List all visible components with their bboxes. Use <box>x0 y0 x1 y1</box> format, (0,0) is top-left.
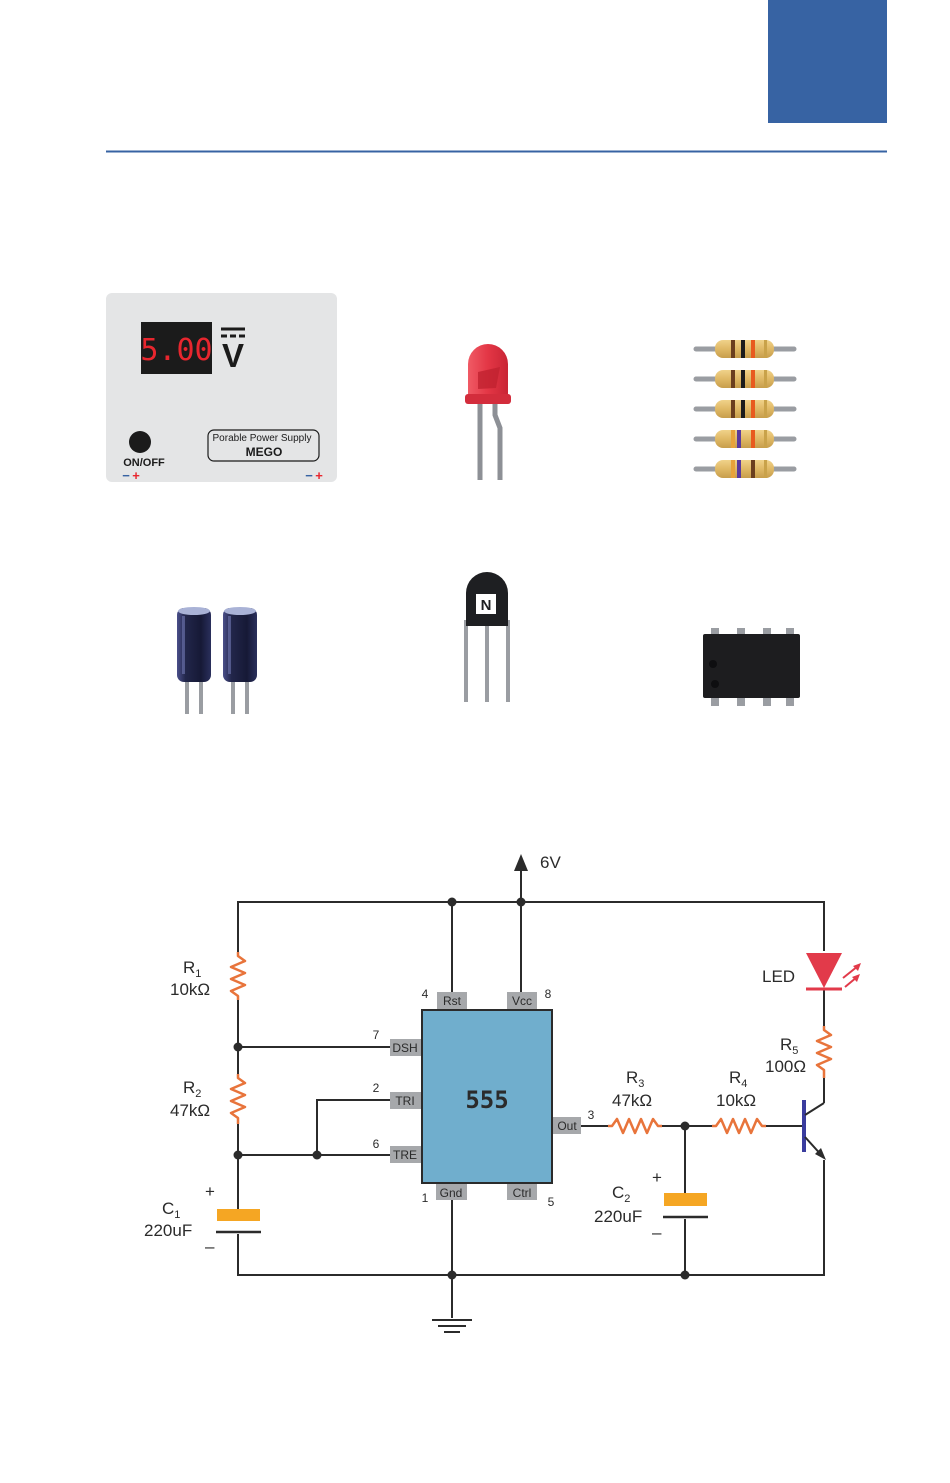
ic-component <box>703 628 800 706</box>
power-supply: 5.00 V ON/OFF − + Porable Power Supply M… <box>106 293 337 483</box>
pin-tre-number: 6 <box>373 1137 380 1151</box>
schematic: 6V R1 10kΩ R2 47kΩ R3 47kΩ R4 <box>144 853 861 1332</box>
pin-tri-label: TRI <box>395 1094 414 1108</box>
pin-rst-number: 4 <box>422 987 429 1001</box>
pin-gnd-number: 1 <box>422 1191 429 1205</box>
r2-zigzag <box>231 1074 245 1124</box>
c2-plus: + <box>652 1168 662 1187</box>
c2-label: C2 <box>612 1183 630 1205</box>
resistor-2 <box>696 370 794 388</box>
r3-label: R3 <box>626 1068 644 1090</box>
r2-value: 47kΩ <box>170 1101 210 1120</box>
r1-label: R1 <box>183 958 201 980</box>
terminal-plus-left: + <box>132 468 140 483</box>
pin-rst-label: Rst <box>443 994 462 1008</box>
led-component <box>465 344 511 480</box>
pin-tre-label: TRE <box>393 1148 417 1162</box>
r4-label: R4 <box>729 1068 747 1090</box>
r4-zigzag <box>712 1119 766 1133</box>
led-lead-anode <box>495 402 500 480</box>
c1-value: 220uF <box>144 1221 192 1240</box>
transistor-symbol <box>804 1100 826 1160</box>
capacitor-b <box>223 607 257 714</box>
resistor-5 <box>696 460 794 478</box>
brand-name: MEGO <box>246 445 283 459</box>
pin-gnd-label: Gnd <box>440 1186 463 1200</box>
terminal-minus-right: − <box>305 468 313 483</box>
resistor-set <box>696 340 794 478</box>
supply-label: 6V <box>540 853 561 872</box>
transistor-component: N <box>466 572 508 702</box>
power-supply-body <box>106 293 337 482</box>
pin-out-label: Out <box>557 1119 577 1133</box>
c1-symbol <box>216 1202 261 1232</box>
pin-vcc-number: 8 <box>545 987 552 1001</box>
r5-label: R5 <box>780 1035 798 1057</box>
transistor-marking: N <box>481 597 492 614</box>
resistor-3 <box>696 400 794 418</box>
resistor-1 <box>696 340 794 358</box>
power-button[interactable] <box>129 431 151 453</box>
r1-value: 10kΩ <box>170 980 210 999</box>
led-rim <box>465 394 511 404</box>
r3-value: 47kΩ <box>612 1091 652 1110</box>
header-block <box>768 0 887 123</box>
capacitor-pair <box>177 607 257 714</box>
pin-vcc-label: Vcc <box>512 994 532 1008</box>
voltage-reading: 5.00 <box>140 333 212 368</box>
pin-tri-number: 2 <box>373 1081 380 1095</box>
led-symbol <box>806 953 861 989</box>
pin-ctrl-number: 5 <box>548 1195 555 1209</box>
pin-ctrl-label: Ctrl <box>513 1186 532 1200</box>
unit-symbol: V <box>222 337 244 374</box>
pin-dsh-number: 7 <box>373 1028 380 1042</box>
c2-value: 220uF <box>594 1207 642 1226</box>
r5-value: 100Ω <box>765 1057 806 1076</box>
r1-zigzag <box>231 952 245 1000</box>
r5-zigzag <box>817 1026 831 1078</box>
r3-zigzag <box>608 1119 662 1133</box>
supply-arrow <box>514 854 528 871</box>
resistor-4 <box>696 430 794 448</box>
terminal-plus-right: + <box>315 468 323 483</box>
ground-symbol <box>432 1320 472 1332</box>
terminal-minus-left: − <box>122 468 130 483</box>
c2-minus: – <box>652 1223 662 1242</box>
pin-out-number: 3 <box>588 1108 595 1122</box>
ic-555-label: 555 <box>465 1086 508 1114</box>
c1-plus: + <box>205 1182 215 1201</box>
c1-label: C1 <box>162 1199 180 1221</box>
brand-caption: Porable Power Supply <box>213 433 312 444</box>
r4-value: 10kΩ <box>716 1091 756 1110</box>
c2-symbol <box>663 1193 708 1217</box>
led-label: LED <box>762 967 795 986</box>
r2-label: R2 <box>183 1078 201 1100</box>
pin-dsh-label: DSH <box>392 1041 417 1055</box>
capacitor-a <box>177 607 211 714</box>
c1-minus: – <box>205 1237 215 1256</box>
